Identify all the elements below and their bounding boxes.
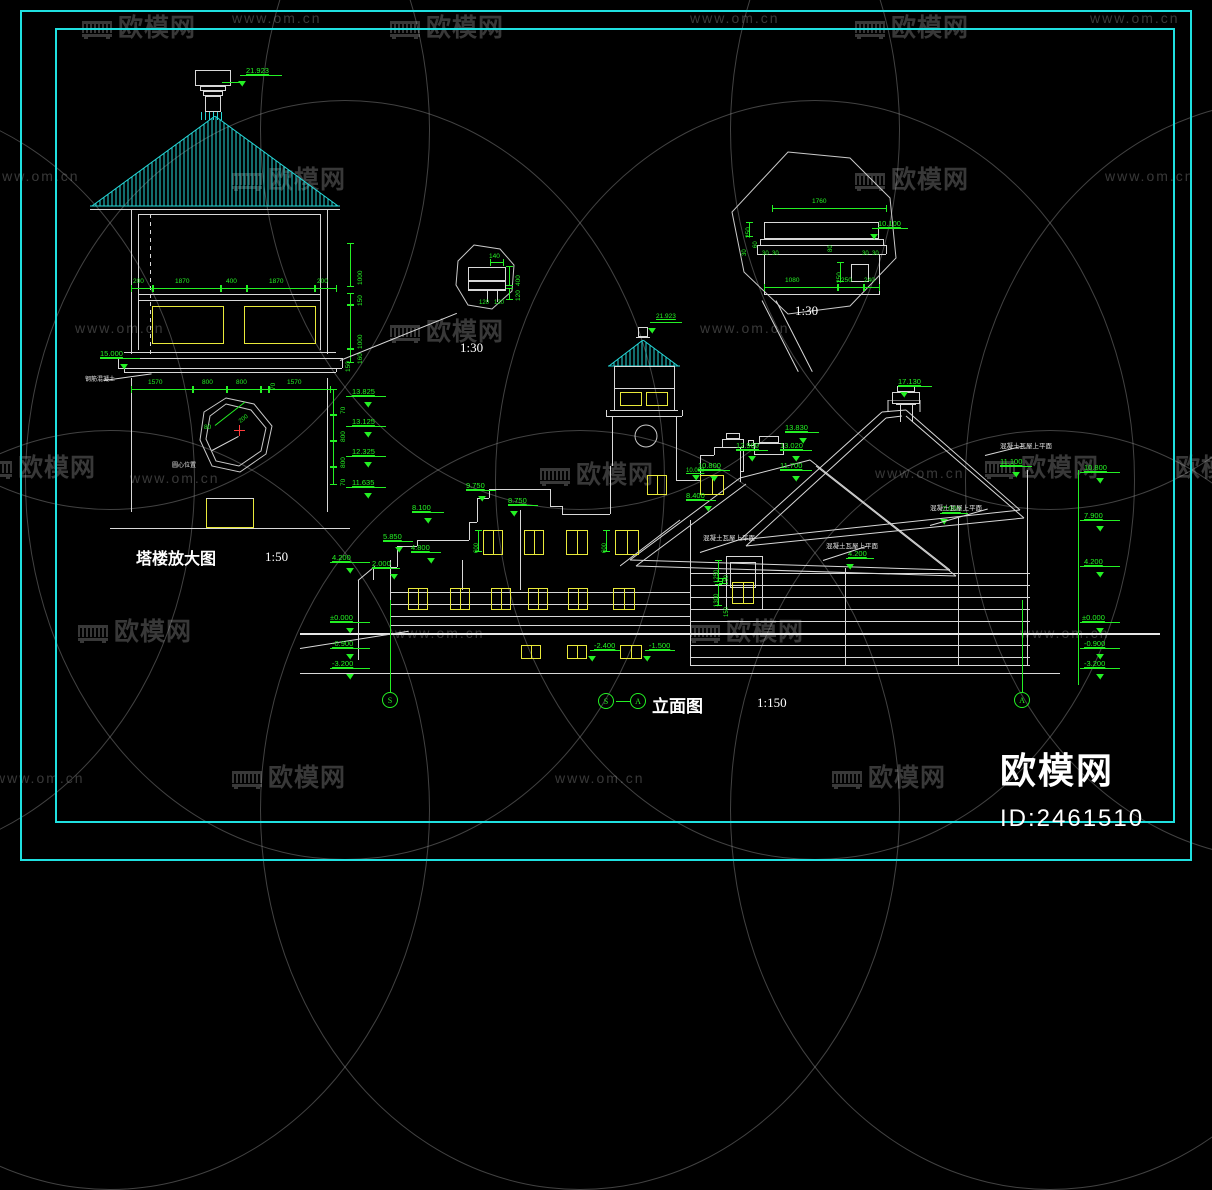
clock-face — [634, 424, 658, 448]
chimney-cap — [759, 436, 779, 443]
elev-tower-finial — [638, 327, 648, 337]
tower-door — [206, 498, 254, 528]
ground-line — [300, 633, 1160, 635]
watermark-brand: 欧模网 — [832, 758, 946, 794]
elev-tower-window — [620, 392, 642, 406]
watermark-brand: 欧模网 — [232, 758, 346, 794]
watermark-url: www.om.cn — [555, 770, 645, 786]
callout-balloon-large — [731, 151, 897, 315]
axis-line-left — [390, 600, 391, 692]
brand-logo: 欧模网 — [1000, 751, 1115, 792]
callout-small-scale: 1:30 — [460, 340, 484, 355]
watermark-brand: 欧模网 — [0, 448, 96, 484]
elevation-title: 立面图 — [652, 697, 703, 717]
axis-bubble-a-right: A — [1014, 692, 1030, 708]
tower-detail-scale: 1:50 — [265, 549, 289, 564]
finial-ring — [203, 91, 223, 96]
watermark-url: www.om.cn — [0, 168, 80, 184]
axis-bubble-s-left: S — [382, 692, 398, 708]
watermark-brand: 欧模网 — [1175, 454, 1212, 482]
elevation-scale: 1:150 — [757, 695, 787, 710]
right-level-axis — [1078, 470, 1079, 685]
footing-line — [300, 673, 1060, 674]
chimney — [754, 443, 784, 455]
finial-top-box — [195, 70, 231, 86]
watermark-brand: 欧模网 — [78, 612, 192, 648]
elev-tower-window — [646, 392, 668, 406]
tower-window — [244, 306, 316, 344]
octagon-detail — [199, 397, 273, 473]
watermark-url: www.om.cn — [1105, 168, 1195, 184]
watermark-url: www.om.cn — [0, 770, 85, 786]
section-dash — [150, 214, 151, 354]
title-bubble-a: A — [630, 693, 646, 709]
main-roof — [620, 400, 1025, 577]
watermark-url: www.om.cn — [1090, 10, 1180, 26]
tower-ground-line — [110, 528, 350, 529]
cad-canvas: www.om.cn www.om.cn www.om.cn www.om.cn … — [0, 0, 1212, 871]
tower-detail-title: 塔楼放大图 — [136, 549, 217, 568]
finial-shaft — [205, 96, 221, 112]
watermark-url: www.om.cn — [690, 10, 780, 26]
brand-id: ID:2461510 — [1000, 805, 1145, 832]
watermark-brand: 欧模网 — [855, 8, 969, 44]
tower-window — [152, 306, 224, 344]
watermark-brand: 欧模网 — [82, 8, 196, 44]
callout-large-scale: 1:30 — [795, 303, 819, 318]
tower-roof — [90, 116, 340, 207]
chimney-cap — [726, 433, 740, 439]
title-bubble-s: S — [598, 693, 614, 709]
center-cross-v — [239, 425, 240, 436]
watermark-url: www.om.cn — [232, 10, 322, 26]
axis-line-right — [1022, 600, 1023, 692]
finial-ring — [200, 86, 226, 91]
vent — [748, 440, 754, 446]
chimney — [722, 439, 744, 448]
finial-hatch — [201, 112, 225, 120]
watermark-brand: 欧模网 — [390, 8, 504, 44]
callout-balloon-small — [455, 244, 515, 310]
